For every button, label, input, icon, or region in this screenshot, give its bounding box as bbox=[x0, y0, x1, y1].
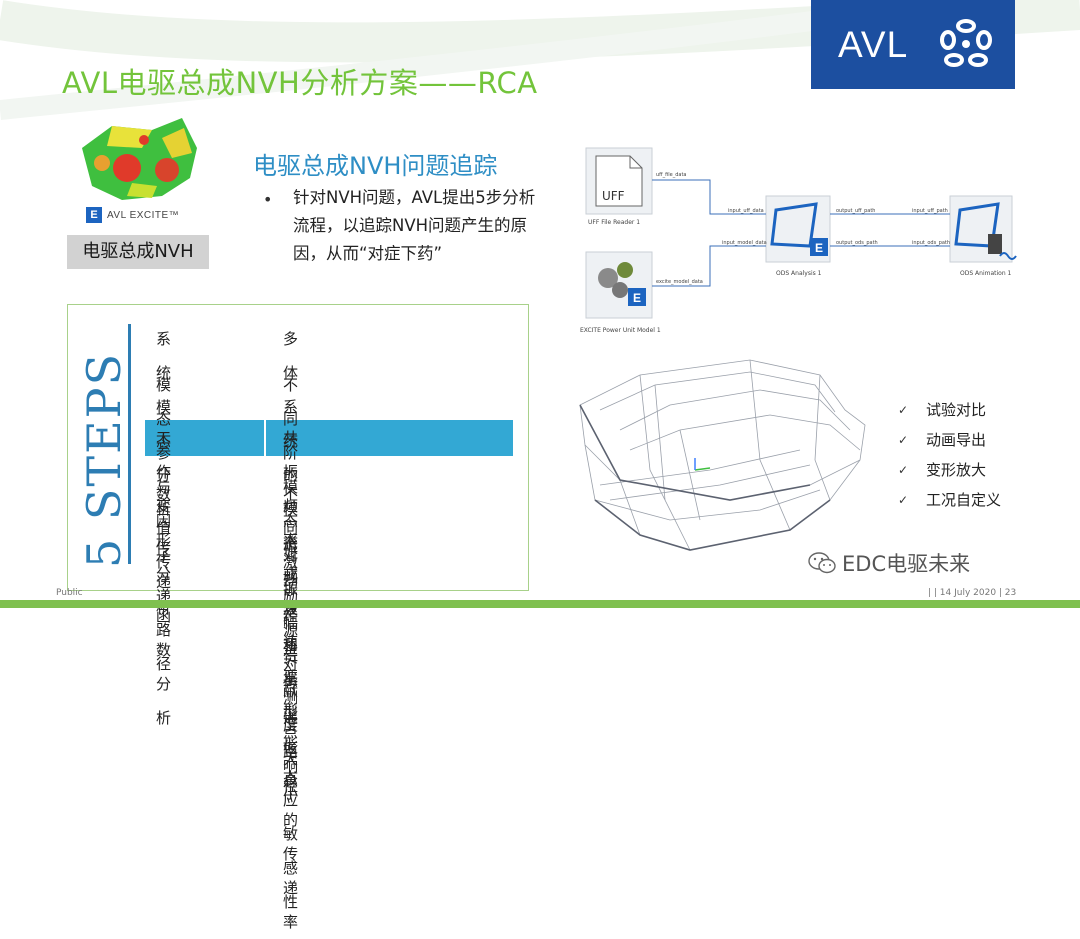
node-ods-analysis[interactable]: E ODS Analysis 1 bbox=[765, 195, 831, 277]
step-name: 系统模态分析 bbox=[156, 330, 172, 518]
step-highlight-divider bbox=[264, 420, 266, 456]
port-uff-file-data: uff_file_data bbox=[656, 172, 687, 178]
bullet-text: 针对NVH问题，AVL提出5步分析流程，以追踪NVH问题产生的原因，从而“对症下… bbox=[293, 188, 536, 263]
footer-date-page: | | 14 July 2020 | 23 bbox=[928, 588, 1017, 598]
port-output-ods-path: output_ods_path bbox=[836, 240, 878, 246]
step-name: 模态参与因子 bbox=[156, 376, 172, 564]
feature-label: 动画导出 bbox=[926, 431, 987, 449]
steps-divider bbox=[128, 324, 131, 564]
node-label-uff: UFF File Reader 1 bbox=[588, 219, 640, 226]
workflow-connections bbox=[652, 179, 950, 287]
node-excite-model[interactable]: E EXCITE Power Unit Model 1 bbox=[580, 251, 661, 334]
steps-vertical-text: 5 STEPS bbox=[77, 352, 131, 568]
feature-label: 变形放大 bbox=[926, 461, 987, 479]
section-subtitle: 电驱总成NVH问题追踪 bbox=[253, 152, 498, 180]
feature-label: 试验对比 bbox=[926, 401, 987, 419]
node-ods-animation[interactable]: ODS Animation 1 bbox=[949, 195, 1017, 277]
checkmark-icon: ✓ bbox=[898, 403, 909, 417]
feature-label: 工况自定义 bbox=[926, 491, 1002, 509]
checkmark-icon: ✓ bbox=[898, 433, 909, 447]
wechat-icon bbox=[808, 552, 836, 574]
excite-e-icon: E bbox=[86, 207, 102, 223]
checkmark-icon: ✓ bbox=[898, 493, 909, 507]
node-uff-reader[interactable]: UFF UFF File Reader 1 bbox=[585, 147, 653, 226]
node-label-ods-animation: ODS Animation 1 bbox=[960, 270, 1012, 277]
port-excite-model-data: excite_model_data bbox=[656, 279, 703, 285]
svg-text:E: E bbox=[815, 241, 823, 255]
slide-title: AVL电驱总成NVH分析方案——RCA bbox=[62, 66, 538, 100]
product-label: 电驱总成NVH bbox=[67, 235, 209, 269]
uff-icon-text: UFF bbox=[602, 189, 625, 203]
bullet-marker: • bbox=[263, 190, 273, 209]
step-highlight bbox=[145, 420, 513, 456]
step-desc: 振动经过传递路径的传递率 bbox=[283, 539, 299, 931]
port-input-ods-path: input_ods_path bbox=[912, 240, 950, 246]
watermark-text: EDC电驱未来 bbox=[842, 552, 971, 576]
steps-vertical-label: 5 STEPS bbox=[77, 352, 131, 568]
engine-contour-image bbox=[82, 118, 197, 200]
port-input-uff-path: input_uff_path bbox=[912, 208, 948, 214]
avl-logo-text: AVL bbox=[838, 24, 909, 65]
excite-logo-text: AVL EXCITE™ bbox=[107, 209, 180, 221]
node-label-ods-analysis: ODS Analysis 1 bbox=[776, 270, 822, 277]
svg-text:E: E bbox=[633, 291, 641, 305]
wechat-watermark: EDC电驱未来 bbox=[808, 548, 970, 578]
port-input-uff-data: input_uff_data bbox=[728, 208, 764, 214]
workflow-diagram: UFF UFF File Reader 1 E EXCITE Power Uni… bbox=[580, 147, 1017, 334]
port-output-uff-path: output_uff_path bbox=[836, 208, 875, 214]
node-label-excite: EXCITE Power Unit Model 1 bbox=[580, 327, 661, 334]
wireframe-mesh-image bbox=[579, 359, 866, 551]
excite-logo: E AVL EXCITE™ bbox=[86, 206, 179, 224]
footer-bar bbox=[0, 600, 1080, 608]
checkmark-icon: ✓ bbox=[898, 463, 909, 477]
port-input-model-data: input_model_data bbox=[722, 240, 767, 246]
avl-logo-mark-icon bbox=[940, 19, 992, 67]
step-name: 传递函数分析 bbox=[156, 539, 172, 727]
footer-classification: Public bbox=[56, 588, 83, 598]
